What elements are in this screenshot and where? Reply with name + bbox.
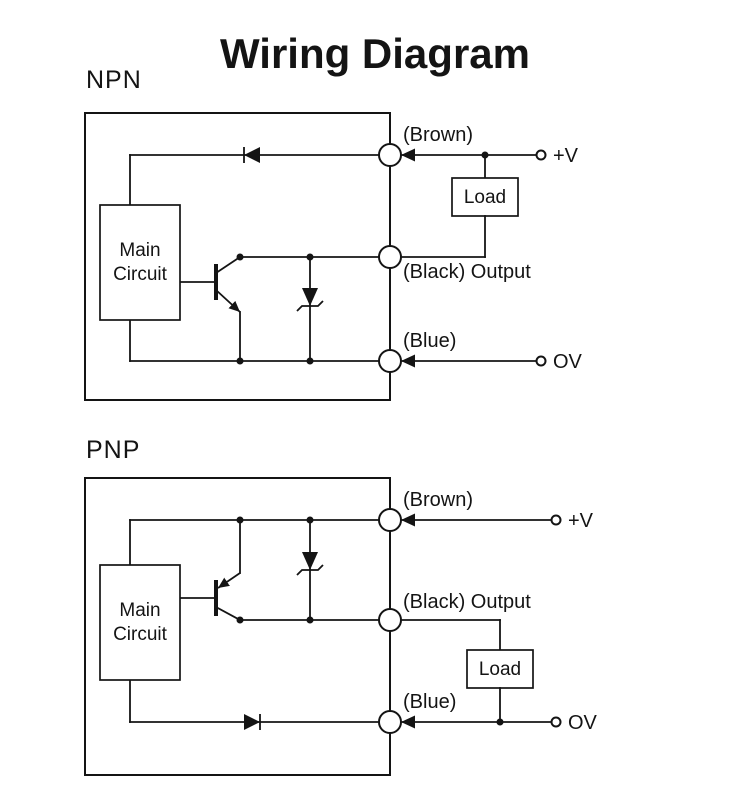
npn-transistor-icon (179, 255, 242, 362)
npn-load-label: Load (464, 187, 506, 208)
pnp-black-terminal (378, 608, 402, 632)
pnp-diagram: PNP Main Circuit (84, 436, 598, 776)
pnp-transistor-icon (179, 519, 242, 622)
pnp-junction-dot (496, 718, 504, 726)
pnp-black-label: (Black) Output (403, 591, 531, 613)
pnp-blue-label: (Blue) (403, 691, 456, 713)
pnp-main-circuit-label-2: Circuit (113, 624, 168, 645)
npn-zerov-label: OV (553, 351, 583, 373)
npn-main-circuit-label-1: Main (119, 240, 160, 261)
pnp-brown-label: (Brown) (403, 489, 473, 511)
npn-diagram: NPN Main Circuit (84, 66, 583, 401)
pnp-plusv-label: +V (568, 510, 594, 532)
npn-heading: NPN (86, 66, 142, 94)
npn-brown-label: (Brown) (403, 124, 473, 146)
pnp-blue-terminal (378, 710, 402, 734)
pnp-brown-arrow-icon (401, 513, 415, 527)
pnp-heading: PNP (86, 436, 140, 464)
pnp-blue-arrow-icon (401, 715, 415, 729)
npn-blue-arrow-icon (401, 354, 415, 368)
npn-junction-dot (306, 357, 314, 365)
npn-brown-terminal (378, 143, 402, 167)
pnp-junction-dot (236, 616, 244, 624)
pnp-zener-diode-icon (296, 519, 324, 621)
pnp-junction-dot (236, 516, 244, 524)
npn-junction-dot (306, 253, 314, 261)
pnp-junction-dot (306, 616, 314, 624)
npn-main-circuit-label-2: Circuit (113, 264, 168, 285)
pnp-zerov-node (550, 716, 562, 728)
npn-junction-dot (481, 151, 489, 159)
pnp-load-box (466, 649, 534, 689)
npn-plusv-node (535, 149, 547, 161)
pnp-junction-dot (306, 516, 314, 524)
pnp-plusv-node (550, 514, 562, 526)
npn-brown-arrow-icon (401, 148, 415, 162)
pnp-protection-diode-icon (244, 714, 261, 730)
npn-plusv-label: +V (553, 145, 579, 167)
pnp-main-circuit-label-1: Main (119, 600, 160, 621)
pnp-load-label: Load (479, 659, 521, 680)
npn-zener-diode-icon (296, 256, 324, 362)
npn-black-terminal (378, 245, 402, 269)
npn-blue-label: (Blue) (403, 330, 456, 352)
npn-junction-dot (236, 253, 244, 261)
page-title: Wiring Diagram (220, 30, 530, 77)
npn-blue-terminal (378, 349, 402, 373)
pnp-main-circuit-box (99, 564, 181, 681)
npn-protection-diode-icon (243, 147, 260, 163)
npn-junction-dot (236, 357, 244, 365)
pnp-brown-terminal (378, 508, 402, 532)
pnp-zerov-label: OV (568, 712, 598, 734)
npn-black-label: (Black) Output (403, 261, 531, 283)
npn-main-circuit-box (99, 204, 181, 321)
npn-zerov-node (535, 355, 547, 367)
